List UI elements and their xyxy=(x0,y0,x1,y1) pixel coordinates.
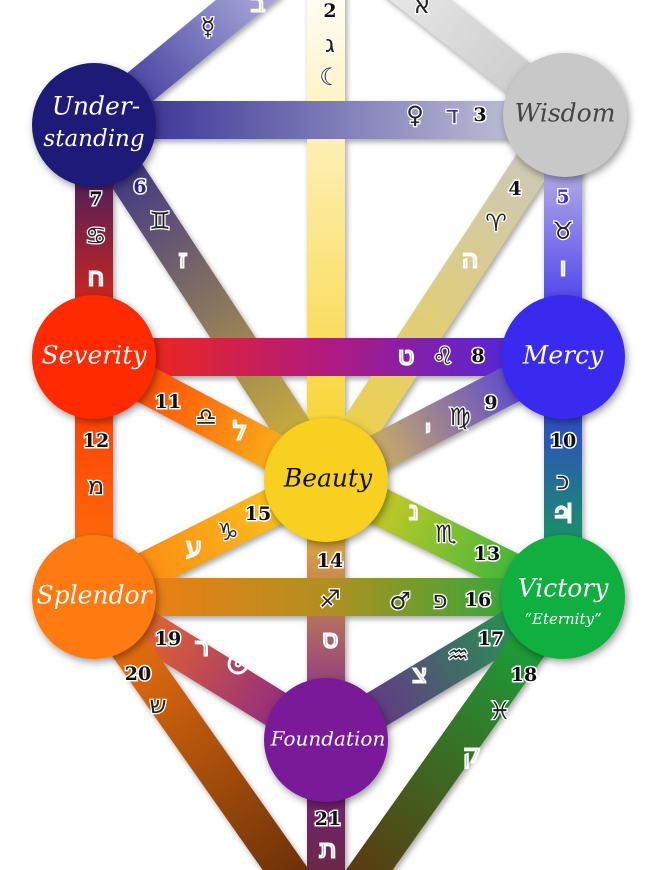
path-8-symbol: ♌ xyxy=(432,342,454,370)
node-beauty-label: Beauty xyxy=(283,464,373,493)
path-15-symbol: ♑ xyxy=(217,518,239,546)
node-understanding-line2: standing xyxy=(43,126,144,152)
node-foundation-label: Foundation xyxy=(270,727,386,751)
path-13-number: 13 xyxy=(474,543,500,565)
path-15-number: 15 xyxy=(245,503,271,525)
sephirot: Under- standing Wisdom Severity Mercy Be… xyxy=(32,53,627,802)
path-19-number: 19 xyxy=(155,628,181,650)
path-4-letter: ה xyxy=(462,245,479,275)
node-beauty: Beauty xyxy=(264,418,388,542)
path-9-letter: י xyxy=(425,415,431,445)
path-13-letter: נ xyxy=(409,497,419,527)
path-20-number: 20 xyxy=(125,663,151,685)
node-severity: Severity xyxy=(32,295,156,419)
path-8-number: 8 xyxy=(471,345,484,367)
path-1-letter: ב xyxy=(250,0,265,19)
path-top-right-letter: א xyxy=(414,0,430,19)
node-understanding: Under- standing xyxy=(32,63,156,187)
path-16-number: 16 xyxy=(465,589,491,611)
path-6-number: 6 xyxy=(133,176,146,198)
path-13-symbol: ♏ xyxy=(435,520,457,548)
path-12-letter: מ xyxy=(88,472,104,500)
path-18-letter: ק xyxy=(463,740,481,770)
node-victory: Victory “Eternity” xyxy=(501,535,625,659)
node-victory-label: Victory xyxy=(518,574,610,603)
path-10-symbol: ♃ xyxy=(551,500,574,530)
path-10-number: 10 xyxy=(550,430,576,452)
path-21-number: 21 xyxy=(315,808,341,830)
path-14-letter: ס xyxy=(322,625,339,655)
path-4-number: 4 xyxy=(508,178,521,200)
node-severity-label: Severity xyxy=(42,341,148,370)
path-7-number: 7 xyxy=(89,188,102,210)
path-9-symbol: ♍ xyxy=(449,403,471,431)
path-21-letter: ת xyxy=(319,835,336,865)
node-understanding-line1: Under- xyxy=(52,92,140,121)
path-2-letter: ג xyxy=(325,30,335,58)
path-7-letter: ח xyxy=(88,263,105,293)
node-mercy-label: Mercy xyxy=(522,341,604,370)
path-19-symbol: ☉ xyxy=(226,651,249,681)
path-19-letter: ר xyxy=(195,633,210,663)
path-10-letter: כ xyxy=(557,467,570,495)
path-12-number: 12 xyxy=(83,430,109,452)
node-wisdom-label: Wisdom xyxy=(515,99,616,128)
path-9-number: 9 xyxy=(484,392,497,414)
path-labels: ב ☿ 2 ג ☾ א 3 ד ♀ 4 ♈ ה 5 ♉ ו 6 ♊ ז 7 ♋ … xyxy=(81,0,577,866)
path-1-symbol: ☿ xyxy=(201,13,216,41)
path-14-symbol: ♐ xyxy=(319,585,341,613)
path-11-symbol: ♎ xyxy=(195,403,217,431)
path-5-number: 5 xyxy=(556,186,569,208)
path-2-number: 2 xyxy=(323,0,336,22)
path-6-symbol: ♊ xyxy=(149,207,171,235)
node-wisdom: Wisdom xyxy=(503,53,627,177)
path-2-symbol: ☾ xyxy=(319,63,341,91)
node-victory-sub: “Eternity” xyxy=(524,610,601,628)
path-16-letter: פ xyxy=(433,586,448,614)
path-15-letter: ע xyxy=(186,533,202,563)
path-17-number: 17 xyxy=(478,628,504,650)
path-5-letter: ו xyxy=(559,253,566,283)
node-mercy: Mercy xyxy=(501,295,625,419)
path-18-number: 18 xyxy=(511,664,537,686)
node-foundation: Foundation xyxy=(264,678,388,802)
path-3-number: 3 xyxy=(473,104,486,126)
path-3-symbol: ♀ xyxy=(406,101,424,129)
path-6-letter: ז xyxy=(178,245,187,275)
path-4 xyxy=(310,104,581,491)
path-17-symbol: ♒ xyxy=(447,641,469,669)
path-5-symbol: ♉ xyxy=(552,217,574,245)
path-20-letter: ש xyxy=(149,691,166,719)
path-7-symbol: ♋ xyxy=(85,222,107,250)
path-11-number: 11 xyxy=(155,391,181,413)
path-8-letter: ט xyxy=(398,342,415,372)
path-6 xyxy=(78,114,342,491)
path-18-symbol: ♓ xyxy=(489,697,511,725)
node-splendor: Splendor xyxy=(32,535,156,659)
path-17-letter: צ xyxy=(412,660,427,690)
path-14-number: 14 xyxy=(317,550,343,572)
path-3-letter: ד xyxy=(445,101,458,129)
node-splendor-label: Splendor xyxy=(36,581,153,610)
path-4-symbol: ♈ xyxy=(485,209,507,237)
path-11-letter: ל xyxy=(233,417,248,447)
path-16-symbol: ♂ xyxy=(389,587,411,615)
